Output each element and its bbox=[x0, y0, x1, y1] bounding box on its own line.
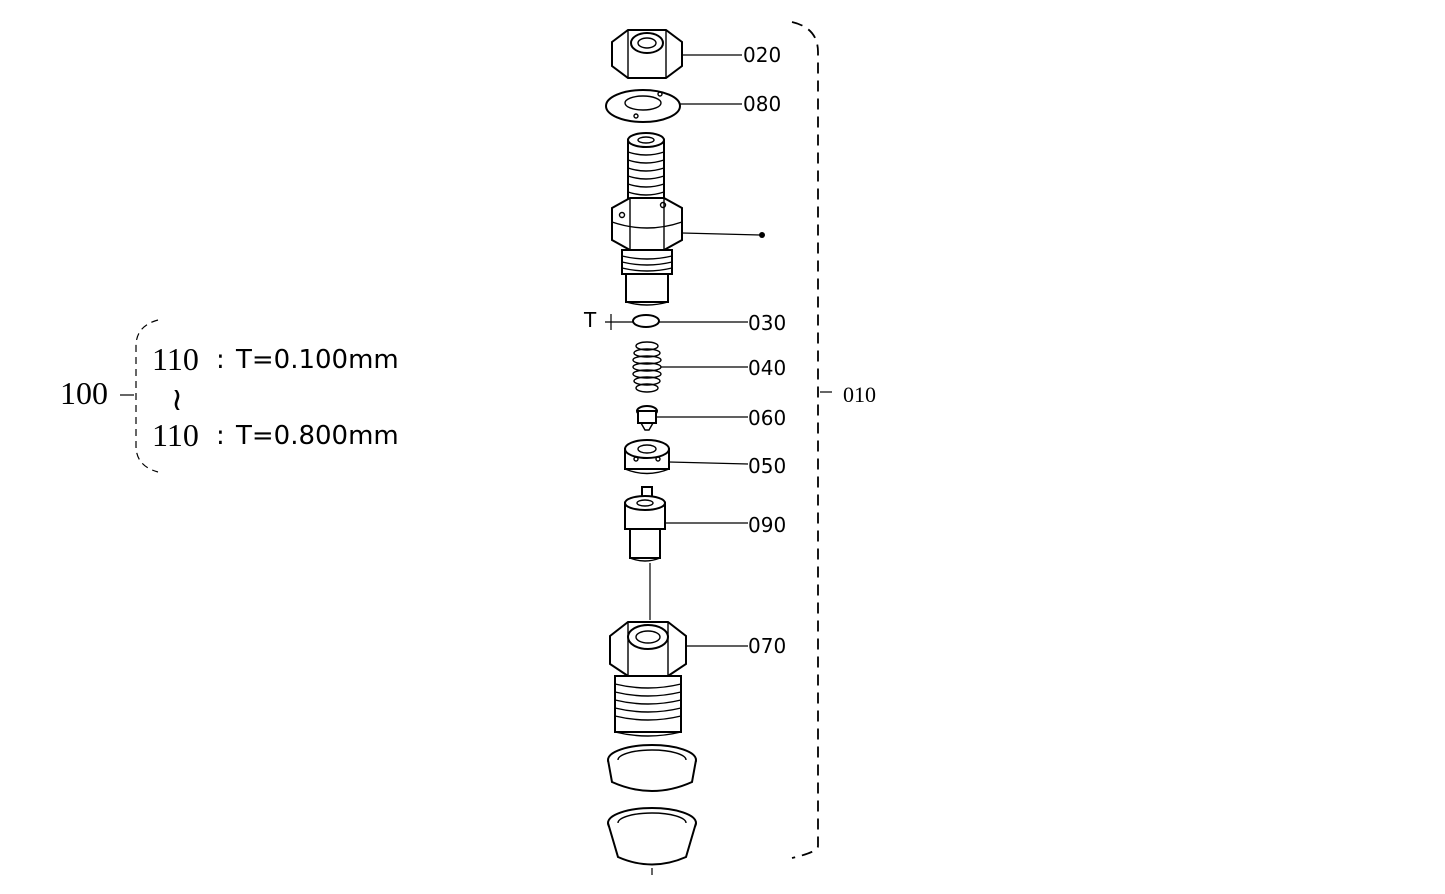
range-symbol: ≀ bbox=[171, 381, 183, 417]
callout-050: 050 bbox=[748, 454, 786, 478]
part-gasket-ring-lower bbox=[607, 807, 697, 866]
shim-max-spec: T=0.800mm bbox=[235, 421, 399, 451]
callout-090: 090 bbox=[748, 513, 786, 537]
leader-end-dot bbox=[759, 232, 765, 238]
group-010-bracket bbox=[791, 21, 832, 859]
callout-010: 010 bbox=[843, 382, 876, 407]
group-100: 100 110 : T=0.100mm ≀ 110 : T=0.800mm bbox=[60, 319, 399, 473]
shim-min-separator: : bbox=[216, 345, 225, 375]
shim-min-spec: T=0.100mm bbox=[235, 345, 399, 375]
group-100-number: 100 bbox=[60, 375, 108, 411]
callout-030: 030 bbox=[748, 311, 786, 335]
callout-020: 020 bbox=[743, 43, 781, 67]
part-injector-holder-body bbox=[611, 132, 683, 306]
part-020-cap-nut bbox=[611, 29, 683, 79]
part-080-washer bbox=[605, 89, 681, 123]
group-100-bracket bbox=[135, 319, 159, 473]
part-070-nozzle-nut bbox=[609, 621, 687, 737]
leader-holder-body bbox=[681, 232, 761, 236]
callout-080: 080 bbox=[743, 92, 781, 116]
leader-050 bbox=[668, 461, 749, 465]
part-050-distance-piece bbox=[624, 439, 670, 475]
callout-060: 060 bbox=[748, 406, 786, 430]
callout-040: 040 bbox=[748, 356, 786, 380]
shim-max-part: 110 bbox=[152, 417, 199, 453]
part-090-nozzle bbox=[624, 486, 666, 562]
shim-min-part: 110 bbox=[152, 341, 199, 377]
part-060-spring-seat bbox=[636, 405, 658, 431]
shim-max-separator: : bbox=[216, 421, 225, 451]
part-gasket-ring-upper bbox=[607, 744, 697, 792]
callout-070: 070 bbox=[748, 634, 786, 658]
part-030-adjusting-shim bbox=[632, 314, 660, 328]
thickness-marker-label: T bbox=[583, 308, 597, 332]
part-040-spring bbox=[632, 341, 662, 393]
thickness-indicator bbox=[605, 314, 633, 330]
